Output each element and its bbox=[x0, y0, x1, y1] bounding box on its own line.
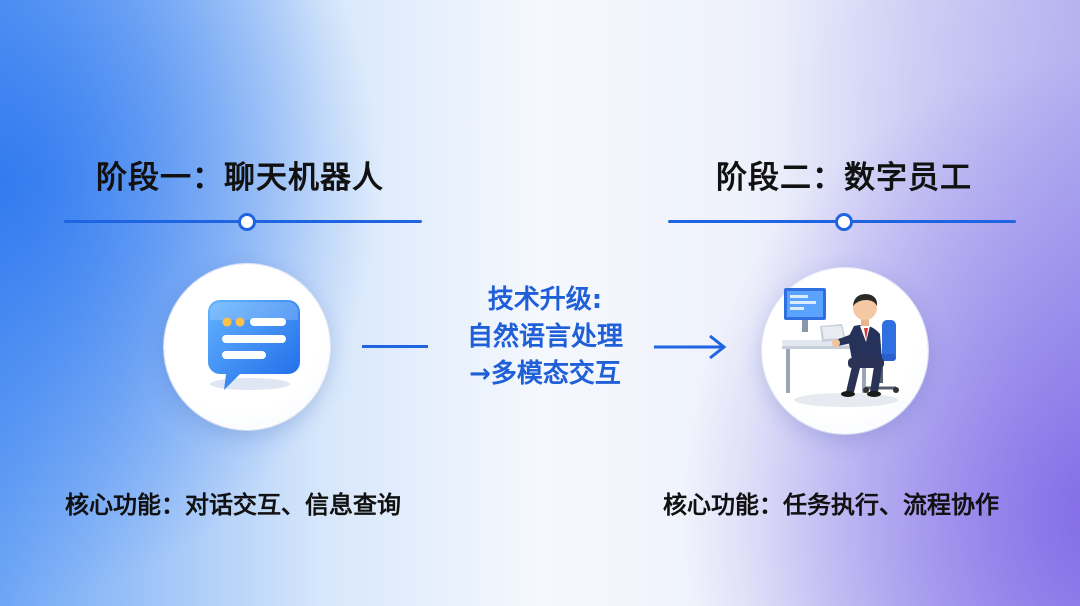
stage1-title: 阶段一：聊天机器人 bbox=[96, 152, 384, 197]
office-worker-icon bbox=[762, 268, 928, 434]
chat-bubble-icon bbox=[164, 264, 330, 430]
transition-line-3: →多模态交互 bbox=[445, 356, 645, 393]
right-arrow-icon bbox=[654, 334, 728, 360]
transition-label: 技术升级: 自然语言处理 →多模态交互 bbox=[445, 282, 645, 393]
transition-connector-line bbox=[362, 345, 428, 348]
stage2-icon-circle bbox=[762, 268, 928, 434]
stage1-core-feature: 核心功能：对话交互、信息查询 bbox=[65, 485, 401, 520]
stage1-timeline-dot bbox=[238, 213, 256, 231]
stage2-core-feature: 核心功能：任务执行、流程协作 bbox=[663, 485, 999, 520]
stage2-timeline-dot bbox=[835, 213, 853, 231]
transition-line-1: 技术升级: bbox=[445, 282, 645, 319]
transition-line-2: 自然语言处理 bbox=[445, 319, 645, 356]
stage2-title: 阶段二：数字员工 bbox=[716, 152, 972, 197]
stage1-icon-circle bbox=[164, 264, 330, 430]
